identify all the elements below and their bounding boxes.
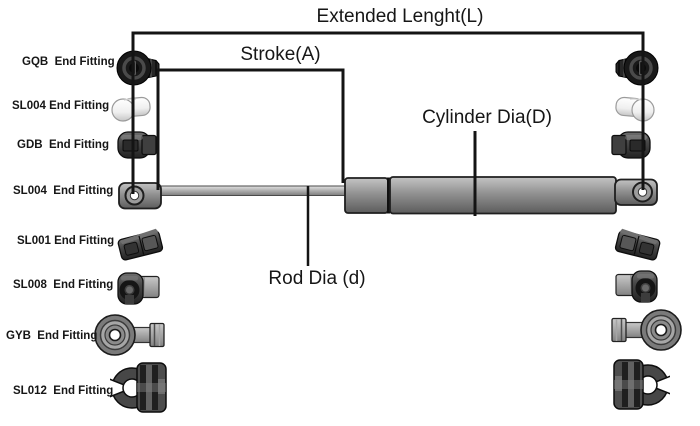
gqb-ball-stud-socket-icon (115, 49, 161, 87)
sl012-clevis-fork-icon (613, 359, 670, 410)
sl004-plastic-eyelet-icon (614, 96, 655, 122)
rod-dia-label: Rod Dia (d) (268, 268, 366, 289)
fitting-label-sl004b: SL004 End Fitting (13, 185, 114, 197)
sl001-angle-block-icon (116, 227, 164, 262)
cylinder-body (389, 176, 617, 215)
fitting-label-gdb: GDB End Fitting (17, 139, 109, 151)
cylinder-dia-label: Cylinder Dia(D) (422, 107, 552, 128)
dimension-lines (131, 31, 645, 266)
gas-spring-body (118, 176, 658, 215)
sl004-plastic-eyelet-icon (111, 96, 152, 122)
fitting-label-gyb: GYB End Fitting (6, 330, 98, 342)
sl012-clevis-fork-icon (110, 362, 167, 413)
fitting-label-sl012: SL012 End Fitting (13, 385, 114, 397)
sl004-metal-eyelet-icon (614, 178, 658, 206)
gdb-end-cap-icon (117, 131, 157, 159)
fitting-label-sl008: SL008 End Fitting (13, 279, 114, 291)
stroke-label: Stroke(A) (240, 44, 321, 65)
gdb-end-cap-icon (611, 131, 651, 159)
gyb-rod-end-bearing-icon (94, 314, 165, 356)
cylinder-front-cap (344, 177, 389, 214)
piston-rod (156, 185, 350, 196)
fitting-label-sl001: SL001 End Fitting (17, 235, 115, 247)
gyb-rod-end-bearing-icon (611, 309, 682, 351)
extended-length-label: Extended Lenght(L) (316, 6, 484, 27)
sl001-angle-block-icon (614, 227, 662, 262)
sl004-metal-eyelet-icon (118, 182, 162, 210)
gqb-ball-stud-socket-icon (614, 49, 660, 87)
fitting-label-sl004: SL004 End Fitting (12, 100, 110, 112)
sl008-elbow-socket-icon (115, 270, 163, 306)
sl008-elbow-socket-icon (612, 268, 660, 304)
fitting-label-gqb: GQB End Fitting (22, 56, 115, 68)
